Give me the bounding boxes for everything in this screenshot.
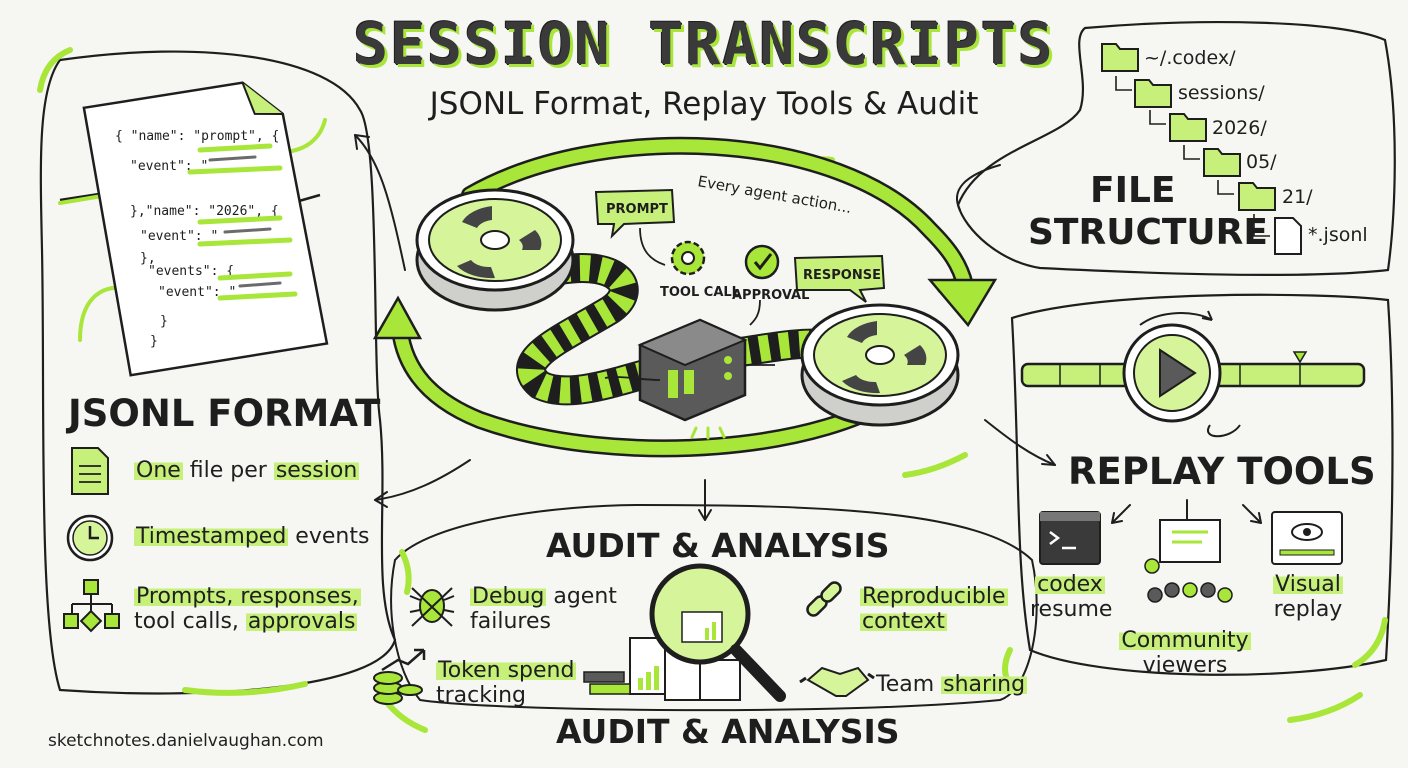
- replay-tool-line2: viewers: [1142, 653, 1228, 679]
- gear-icon: [670, 240, 706, 276]
- page-subtitle: JSONL Format, Replay Tools & Audit: [429, 86, 979, 122]
- tree-item-day: 21/: [1282, 186, 1313, 208]
- audit-item-token-spend: Token spend tracking: [436, 658, 577, 709]
- audit-heading-top: AUDIT & ANALYSIS: [546, 526, 890, 565]
- prompt-bubble-label: PROMPT: [606, 202, 668, 217]
- magnifier-icon: [583, 563, 786, 702]
- recorder-box-icon: [637, 318, 748, 422]
- hl-text: context: [860, 609, 947, 635]
- document-icon: [71, 447, 109, 495]
- plain-text: file per: [182, 458, 274, 483]
- tree-item-codex: ~/.codex/: [1144, 47, 1236, 69]
- folder-icon: [1169, 113, 1207, 142]
- response-bubble-label: RESPONSE: [803, 268, 881, 283]
- play-button-icon: [1122, 323, 1222, 423]
- folder-icon: [1101, 43, 1139, 72]
- jsonl-item-timestamped: Timestamped events: [134, 524, 369, 549]
- film-reel-right-icon: [800, 303, 960, 427]
- page-title: SESSION TRANSCRIPTS: [353, 10, 1055, 78]
- link-icon: [806, 581, 842, 617]
- audit-item-team-sharing: Team sharing: [876, 672, 1028, 697]
- plain-text: tool calls,: [134, 609, 246, 635]
- hl-text: Timestamped: [134, 524, 289, 549]
- hl-text: Prompts, responses,: [134, 584, 361, 609]
- clock-icon: [66, 514, 114, 562]
- replay-tool-line1: Community: [1119, 628, 1251, 653]
- hl-text: session: [273, 458, 360, 483]
- folder-icon: [1134, 79, 1172, 108]
- replay-tool-line2: replay: [1273, 597, 1343, 623]
- audit-item-reproducible: Reproducible context: [860, 584, 1008, 635]
- replay-tool-line2: resume: [1030, 597, 1113, 623]
- replay-tool-visual-replay[interactable]: Visual replay: [1268, 572, 1348, 623]
- tool-call-label: TOOL CALL: [660, 285, 740, 300]
- replay-tool-line1: codex: [1035, 572, 1105, 597]
- replay-tool-line1: Visual: [1273, 572, 1343, 597]
- replay-tool-codex-resume[interactable]: codex resume: [1030, 572, 1113, 623]
- jsonl-format-heading: JSONL FORMAT: [68, 392, 381, 435]
- footer-credit[interactable]: sketchnotes.danielvaughan.com: [48, 731, 324, 751]
- folder-icon: [1203, 148, 1241, 177]
- audit-heading-bottom: AUDIT & ANALYSIS: [556, 712, 900, 751]
- film-reel-left-icon: [415, 188, 575, 312]
- hl-text: One: [134, 458, 183, 483]
- hl-text: Debug: [470, 584, 547, 609]
- hl-text: Reproducible: [860, 584, 1008, 609]
- hl-text: Token spend: [436, 658, 577, 683]
- plain-text: events: [288, 524, 370, 549]
- replay-tools-heading: REPLAY TOOLS: [1068, 450, 1376, 493]
- presentation-icon: [1144, 519, 1233, 603]
- plain-text: failures: [470, 609, 551, 635]
- coins-chart-icon: [373, 648, 426, 705]
- video-player-icon: [1271, 511, 1343, 565]
- tree-item-year: 2026/: [1212, 117, 1267, 139]
- audit-item-debug: Debug agent failures: [470, 584, 617, 635]
- plain-text: Team: [876, 672, 942, 697]
- replay-tool-community-viewers[interactable]: Community viewers: [1115, 628, 1255, 679]
- file-structure-heading-2: STRUCTURE: [1028, 212, 1268, 253]
- approval-label: APPROVAL: [732, 288, 809, 303]
- bug-icon: [409, 587, 455, 627]
- hl-text: approvals: [245, 609, 358, 635]
- approval-check-icon: [744, 244, 780, 280]
- handshake-icon: [799, 666, 875, 697]
- folder-icon: [1238, 182, 1276, 211]
- plain-text: agent: [546, 584, 617, 609]
- flowchart-icon: [63, 579, 120, 633]
- plain-text: tracking: [436, 683, 527, 709]
- file-structure-heading-1: FILE: [1090, 170, 1176, 211]
- jsonl-item-prompts: Prompts, responses, tool calls, approval…: [134, 584, 361, 635]
- tree-item-month: 05/: [1246, 151, 1277, 173]
- file-icon: [1274, 217, 1302, 255]
- hl-text: sharing: [941, 672, 1028, 697]
- jsonl-item-one-file: One file per session: [134, 458, 360, 483]
- tree-item-sessions: sessions/: [1178, 82, 1265, 104]
- terminal-icon: [1039, 511, 1101, 565]
- tree-item-jsonl: *.jsonl: [1308, 224, 1368, 246]
